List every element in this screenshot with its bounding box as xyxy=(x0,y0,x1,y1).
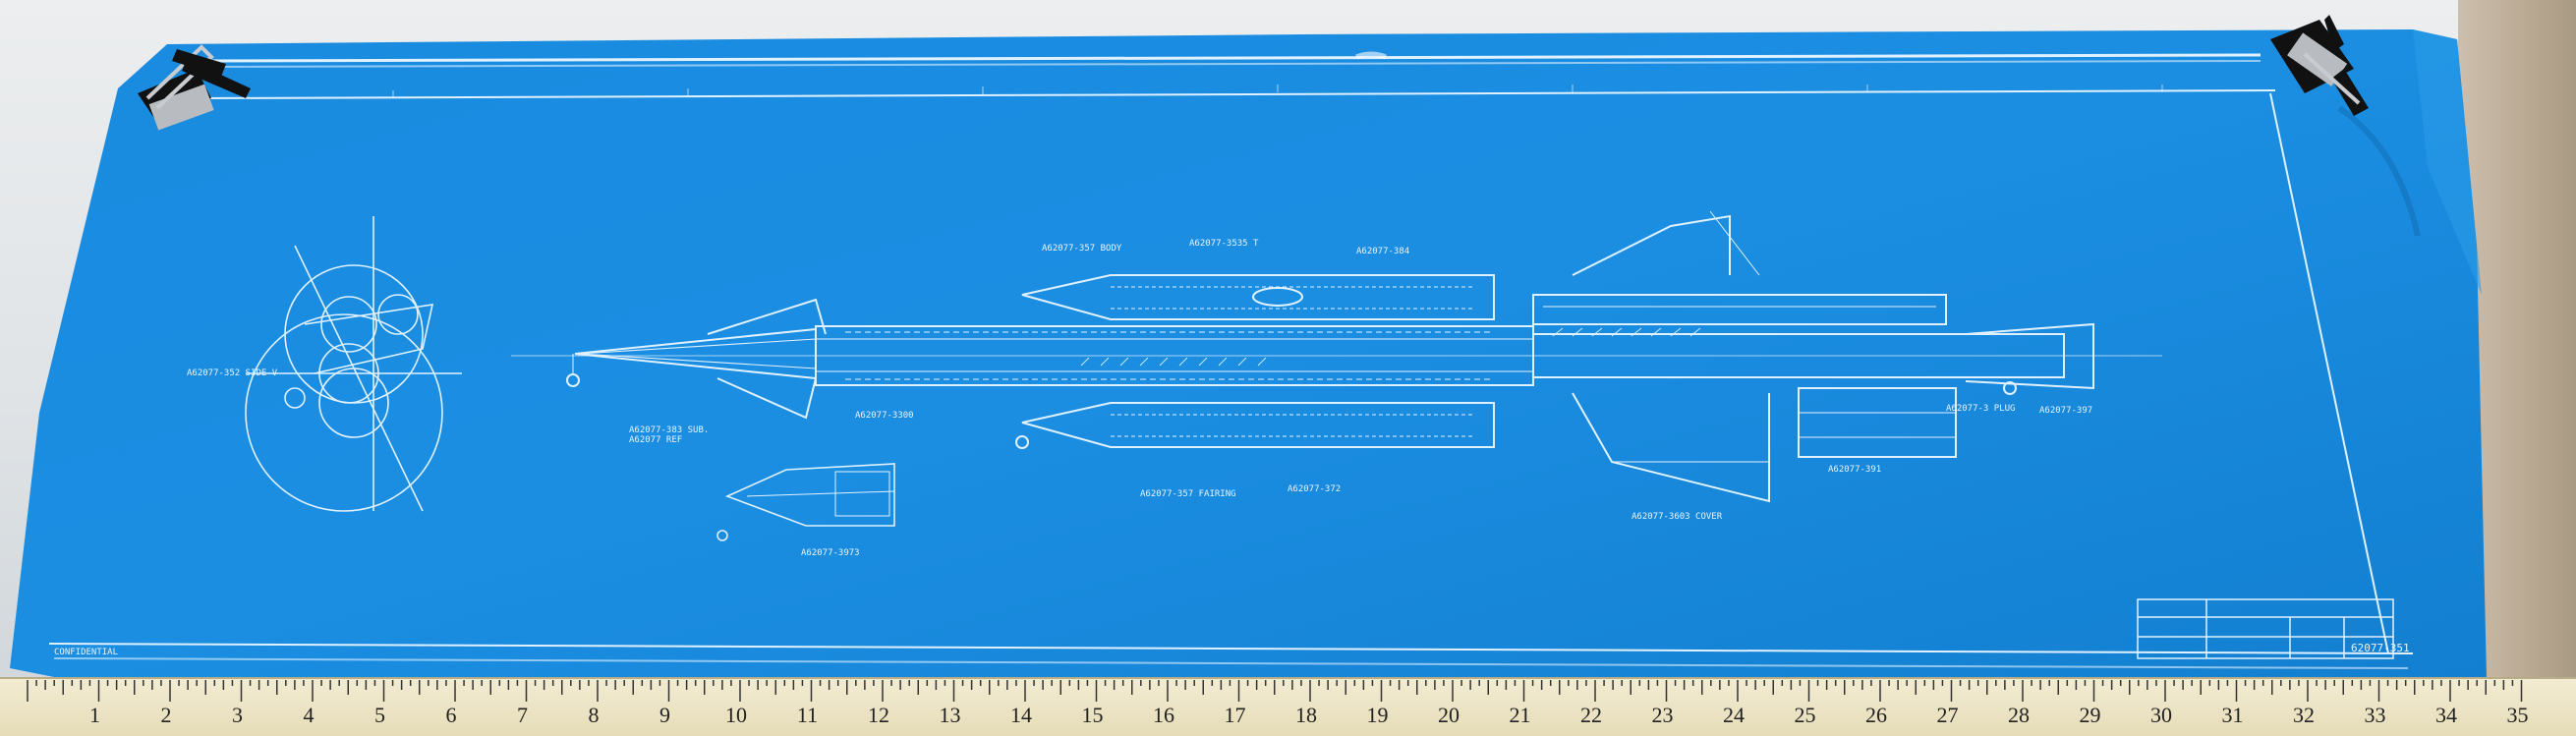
svg-text:A62077-3535 T: A62077-3535 T xyxy=(1189,239,1259,249)
ruler-number: 26 xyxy=(1865,703,1887,727)
nose-detail-view xyxy=(716,463,895,541)
ruler-number: 31 xyxy=(2222,703,2244,727)
svg-text:A62077-352 SIDE V: A62077-352 SIDE V xyxy=(187,368,278,378)
blueprint-sheet: A62077-352 SIDE V xyxy=(10,29,2487,678)
ruler-number: 18 xyxy=(1295,703,1317,727)
svg-text:A62077 REF: A62077 REF xyxy=(629,435,682,445)
ruler-number: 23 xyxy=(1652,703,1674,727)
callout-notes: A62077-383 SUB. A62077 REF A62077-3300 A… xyxy=(629,239,2092,558)
svg-text:A62077-357 FAIRING: A62077-357 FAIRING xyxy=(1140,489,1236,499)
ruler-number: 16 xyxy=(1153,703,1174,727)
ruler-number: 6 xyxy=(446,703,457,727)
ruler-number: 1 xyxy=(89,703,100,727)
ruler-number: 27 xyxy=(1937,703,1959,727)
ruler-number: 13 xyxy=(940,703,961,727)
ruler-number: 32 xyxy=(2293,703,2315,727)
ruler-number: 19 xyxy=(1367,703,1389,727)
ruler-number: 14 xyxy=(1010,703,1032,727)
ruler-number: 8 xyxy=(589,703,600,727)
ruler-number: 7 xyxy=(517,703,528,727)
svg-text:A62077-384: A62077-384 xyxy=(1356,247,1409,256)
svg-text:A62077-3 PLUG: A62077-3 PLUG xyxy=(1946,404,2015,414)
ruler-number: 15 xyxy=(1082,703,1104,727)
ruler-number: 22 xyxy=(1580,703,1602,727)
ruler-number: 24 xyxy=(1723,703,1745,727)
ruler-number: 35 xyxy=(2507,703,2529,727)
binder-clip-left xyxy=(138,44,251,131)
ruler-number: 17 xyxy=(1225,703,1246,727)
paper-crease xyxy=(1355,51,1387,60)
ruler-number: 2 xyxy=(161,703,172,727)
svg-text:A62077-3973: A62077-3973 xyxy=(801,548,860,558)
ruler-number: 5 xyxy=(374,703,385,727)
svg-text:A62077-391: A62077-391 xyxy=(1828,465,1881,475)
svg-text:A62077-397: A62077-397 xyxy=(2039,406,2092,416)
ruler-number: 28 xyxy=(2008,703,2030,727)
ruler-number: 34 xyxy=(2435,703,2457,727)
corner-stamp: CONFIDENTIAL xyxy=(54,648,118,657)
title-block xyxy=(2137,598,2394,659)
ruler-number: 12 xyxy=(868,703,889,727)
ruler-ticks xyxy=(27,680,2523,702)
ruler-number: 29 xyxy=(2080,703,2101,727)
drawing-number: 62077-351 xyxy=(2351,642,2410,654)
ruler-number: 25 xyxy=(1795,703,1816,727)
ruler-number: 10 xyxy=(725,703,747,727)
ruler-number: 30 xyxy=(2150,703,2172,727)
ruler-number: 9 xyxy=(659,703,670,727)
ruler-number: 20 xyxy=(1438,703,1460,727)
ruler-number: 33 xyxy=(2365,703,2386,727)
missile-side-view xyxy=(511,210,2162,503)
ruler-number: 11 xyxy=(797,703,818,727)
svg-text:A62077-383 SUB.: A62077-383 SUB. xyxy=(629,425,709,435)
svg-text:A62077-372: A62077-372 xyxy=(1288,484,1341,494)
binder-clip-right xyxy=(2270,15,2369,116)
ruler-number: 4 xyxy=(304,703,315,727)
svg-text:A62077-357 BODY: A62077-357 BODY xyxy=(1042,244,1122,254)
svg-text:A62077-3300: A62077-3300 xyxy=(855,411,914,421)
ruler-number: 21 xyxy=(1510,703,1531,727)
ruler-number: 3 xyxy=(232,703,243,727)
rear-end-view: A62077-352 SIDE V xyxy=(187,216,462,512)
border-tick-marks xyxy=(392,85,2163,98)
svg-text:A62077-3603 COVER: A62077-3603 COVER xyxy=(1631,512,1723,522)
